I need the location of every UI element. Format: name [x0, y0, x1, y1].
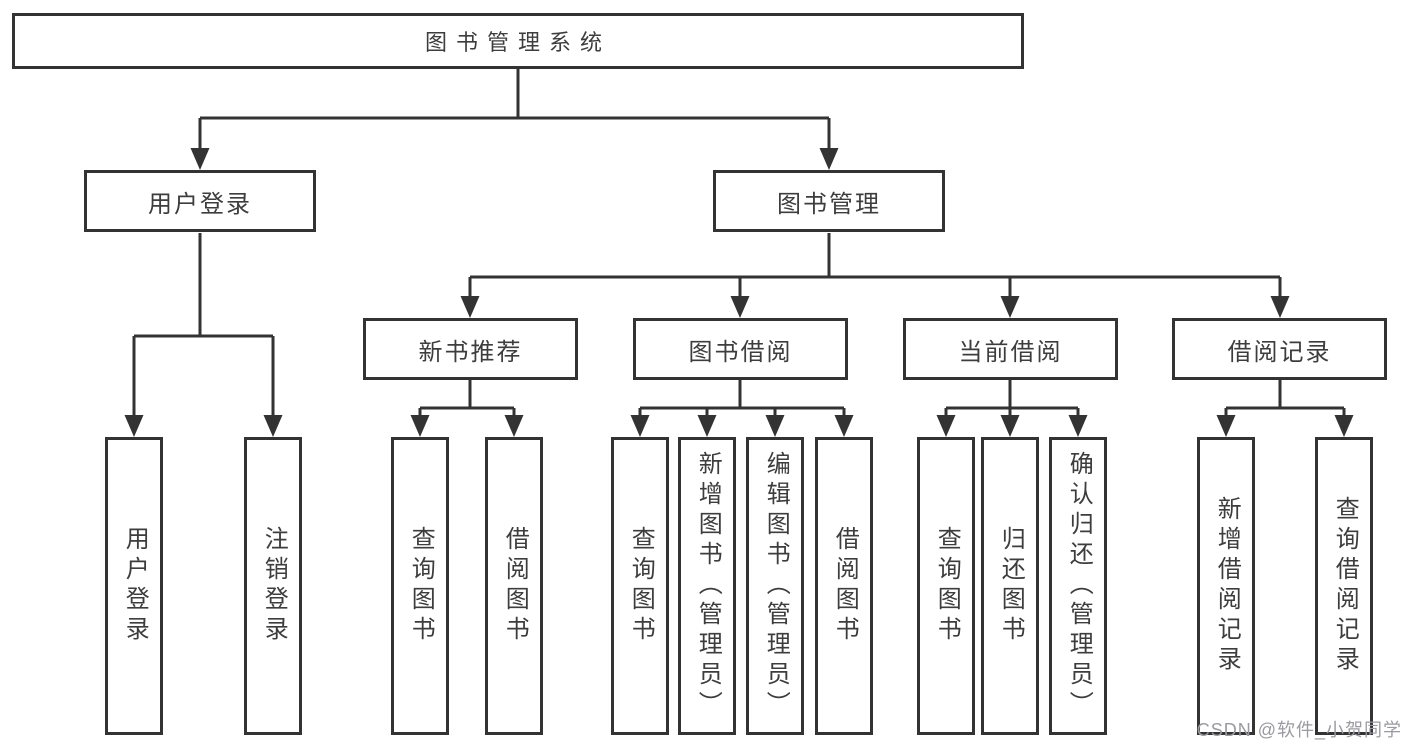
node-label: 查询图书: [407, 526, 435, 646]
leaf-recommend-borrow-books: 借阅图书: [485, 437, 543, 735]
node-label: 用户登录: [121, 526, 149, 646]
node-new-book-recommendation: 新书推荐: [363, 318, 578, 380]
leaf-add-books-admin: 新增图书（管理员）: [678, 437, 736, 735]
node-current-borrowing: 当前借阅: [903, 318, 1118, 380]
node-book-borrowing: 图书借阅: [633, 318, 848, 380]
node-label: 借阅图书: [501, 526, 529, 646]
leaf-borrow-books: 借阅图书: [815, 437, 873, 735]
leaf-edit-books-admin: 编辑图书（管理员）: [746, 437, 804, 735]
csdn-watermark: CSDN @软件_小贺同学: [1196, 720, 1402, 740]
node-label: 图书管理: [777, 190, 881, 218]
node-label: 新增图书（管理员）: [694, 451, 722, 721]
leaf-recommend-query-books: 查询图书: [391, 437, 449, 735]
node-label: 查询图书: [933, 526, 961, 646]
arrowheads: [124, 148, 1354, 437]
node-label: 借阅记录: [1227, 338, 1332, 366]
node-book-management: 图书管理: [713, 170, 945, 232]
node-label: 归还图书: [997, 526, 1025, 646]
leaf-add-borrow-record: 新增借阅记录: [1197, 437, 1255, 735]
leaf-confirm-return-admin: 确认归还（管理员）: [1049, 437, 1107, 735]
node-label: 借阅图书: [831, 526, 859, 646]
leaf-return-books: 归还图书: [981, 437, 1039, 735]
leaf-current-query-books: 查询图书: [917, 437, 975, 735]
leaf-user-login: 用户登录: [105, 437, 163, 735]
node-label: 图书管理系统: [424, 30, 611, 55]
node-label: 编辑图书（管理员）: [762, 451, 790, 721]
leaf-logout: 注销登录: [244, 437, 302, 735]
node-label: 用户登录: [148, 190, 252, 218]
node-label: 注销登录: [260, 526, 288, 646]
node-label: 查询图书: [627, 526, 655, 646]
leaf-query-borrow-record: 查询借阅记录: [1315, 437, 1373, 735]
node-label: 图书借阅: [688, 338, 793, 366]
node-label: 新书推荐: [418, 338, 523, 366]
connector-paths: [132, 69, 1346, 424]
node-library-management-system: 图书管理系统: [12, 13, 1024, 69]
node-label: 确认归还（管理员）: [1065, 451, 1093, 721]
node-label: 当前借阅: [958, 338, 1063, 366]
node-user-login: 用户登录: [84, 170, 316, 232]
leaf-borrow-query-books: 查询图书: [611, 437, 669, 735]
node-borrowing-records: 借阅记录: [1172, 318, 1387, 380]
node-label: 新增借阅记录: [1213, 496, 1241, 676]
node-label: 查询借阅记录: [1331, 496, 1359, 676]
